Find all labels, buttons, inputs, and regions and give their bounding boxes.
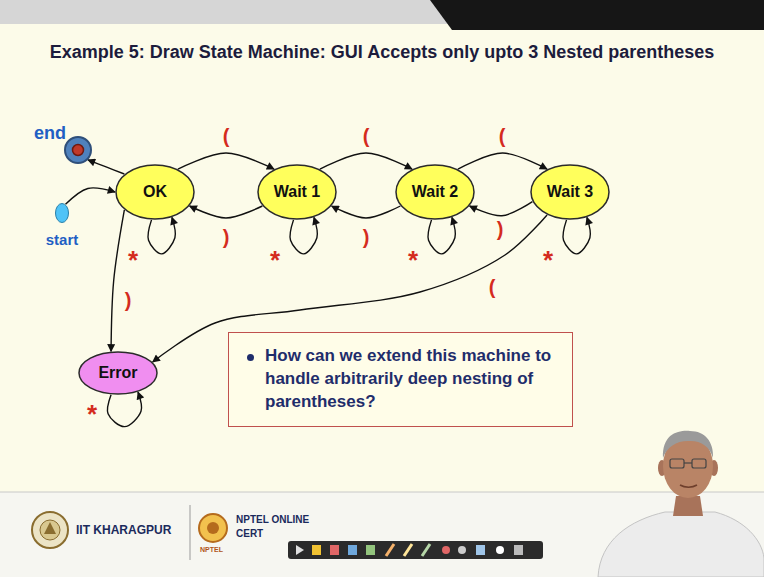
transition-arrow bbox=[111, 210, 124, 351]
footer-rule bbox=[0, 492, 764, 493]
self-loop-transition bbox=[148, 217, 175, 254]
logo-caption: NPTEL bbox=[200, 546, 223, 554]
top-dark-band bbox=[430, 0, 764, 30]
presenter-figure bbox=[598, 431, 764, 577]
toolbar-icon bbox=[312, 545, 321, 555]
transition-symbol: ( bbox=[223, 126, 230, 146]
logo-core bbox=[207, 522, 219, 534]
toolbar-icon bbox=[514, 545, 523, 555]
title-text: Example 5: Draw State Machine: GUI Accep… bbox=[50, 42, 715, 62]
toolbar bbox=[288, 541, 543, 559]
self-loop-transition bbox=[563, 217, 590, 254]
transition-symbol: ( bbox=[363, 126, 370, 146]
toolbar-icon bbox=[476, 545, 485, 555]
transition-symbol: ) bbox=[125, 290, 132, 310]
footer-band bbox=[0, 492, 764, 577]
state-label: Wait 3 bbox=[547, 183, 594, 201]
presenter-shirt bbox=[598, 512, 764, 577]
transition-symbol: * bbox=[87, 401, 97, 427]
presenter-glasses bbox=[670, 459, 684, 468]
course-name: CERT bbox=[236, 528, 263, 539]
node-outline bbox=[64, 136, 92, 164]
toolbar-icon bbox=[422, 544, 430, 556]
transition-arrow bbox=[470, 202, 533, 216]
logo-core bbox=[40, 520, 60, 540]
iit-logo bbox=[32, 512, 68, 548]
transition-arrow bbox=[458, 153, 547, 169]
logo-emblem bbox=[44, 522, 56, 534]
self-loop-transition bbox=[428, 217, 455, 254]
footer-separator bbox=[190, 505, 191, 560]
transition-symbol: ( bbox=[499, 126, 506, 146]
institute-name: IIT KHARAGPUR bbox=[76, 524, 171, 537]
presenter-glasses bbox=[692, 459, 706, 468]
question-callout: How can we extend this machine to handle… bbox=[228, 332, 573, 427]
logo-ring bbox=[199, 514, 227, 542]
self-loop-transition bbox=[108, 392, 142, 427]
presenter-glasses bbox=[684, 462, 692, 463]
presenter-mouth bbox=[680, 485, 697, 487]
self-loop-transition bbox=[290, 217, 317, 254]
transition-symbol: ( bbox=[489, 277, 496, 297]
start-oval bbox=[56, 204, 69, 223]
toolbar-icon bbox=[348, 545, 357, 555]
transition-arrow bbox=[88, 160, 124, 174]
toolbar-bar bbox=[288, 541, 543, 559]
transition-symbol: ) bbox=[223, 227, 230, 247]
state-label: Wait 1 bbox=[274, 183, 321, 201]
error-state: Error bbox=[78, 351, 158, 395]
logo-ring bbox=[32, 512, 68, 548]
transition-symbol: * bbox=[543, 247, 553, 273]
course-name: NPTEL ONLINE bbox=[236, 514, 309, 525]
state-label: Wait 2 bbox=[412, 183, 459, 201]
transition-arrow bbox=[332, 206, 401, 218]
toolbar-icon bbox=[330, 545, 339, 555]
state-outline bbox=[79, 352, 157, 394]
node-outline bbox=[55, 203, 69, 223]
state-outline bbox=[258, 165, 336, 219]
transition-arrow bbox=[178, 153, 274, 169]
transition-arrow bbox=[190, 206, 263, 218]
toolbar-icon bbox=[386, 544, 394, 556]
state-ellipse: Wait 1 bbox=[257, 164, 337, 220]
transition-symbol: * bbox=[408, 247, 418, 273]
state-label: end bbox=[34, 123, 66, 144]
toolbar-icon bbox=[296, 545, 304, 555]
toolbar-icon bbox=[458, 546, 466, 554]
state-ellipse: Wait 3 bbox=[530, 164, 610, 220]
transition-symbol: ) bbox=[363, 227, 370, 247]
end-inner-dot bbox=[73, 145, 84, 156]
presenter-hair bbox=[663, 431, 713, 458]
toolbar-icon bbox=[496, 546, 504, 554]
state-outline bbox=[531, 165, 609, 219]
state-label: OK bbox=[143, 183, 167, 201]
start-state: start bbox=[55, 203, 69, 223]
state-outline bbox=[116, 165, 194, 219]
transition-symbol: * bbox=[270, 247, 280, 273]
state-outline bbox=[396, 165, 474, 219]
transition-symbol: ) bbox=[497, 219, 504, 239]
slide-title: Example 5: Draw State Machine: GUI Accep… bbox=[0, 42, 764, 63]
toolbar-icon bbox=[442, 546, 450, 554]
transition-arrow bbox=[66, 188, 116, 204]
state-label: Error bbox=[98, 364, 137, 382]
callout-text: How can we extend this machine to handle… bbox=[265, 345, 560, 414]
end-outer-circle bbox=[65, 137, 91, 163]
toolbar-icon bbox=[366, 545, 375, 555]
toolbar-icon bbox=[404, 544, 412, 556]
state-label: start bbox=[46, 231, 79, 248]
transition-symbol: * bbox=[128, 247, 138, 273]
transition-arrow bbox=[320, 153, 412, 169]
bullet-dot bbox=[247, 354, 254, 361]
state-ellipse: Wait 2 bbox=[395, 164, 475, 220]
state-ellipse: OK bbox=[115, 164, 195, 220]
nptel-logo bbox=[199, 514, 227, 542]
presenter-neck bbox=[673, 496, 703, 516]
end-state: end bbox=[64, 136, 92, 164]
